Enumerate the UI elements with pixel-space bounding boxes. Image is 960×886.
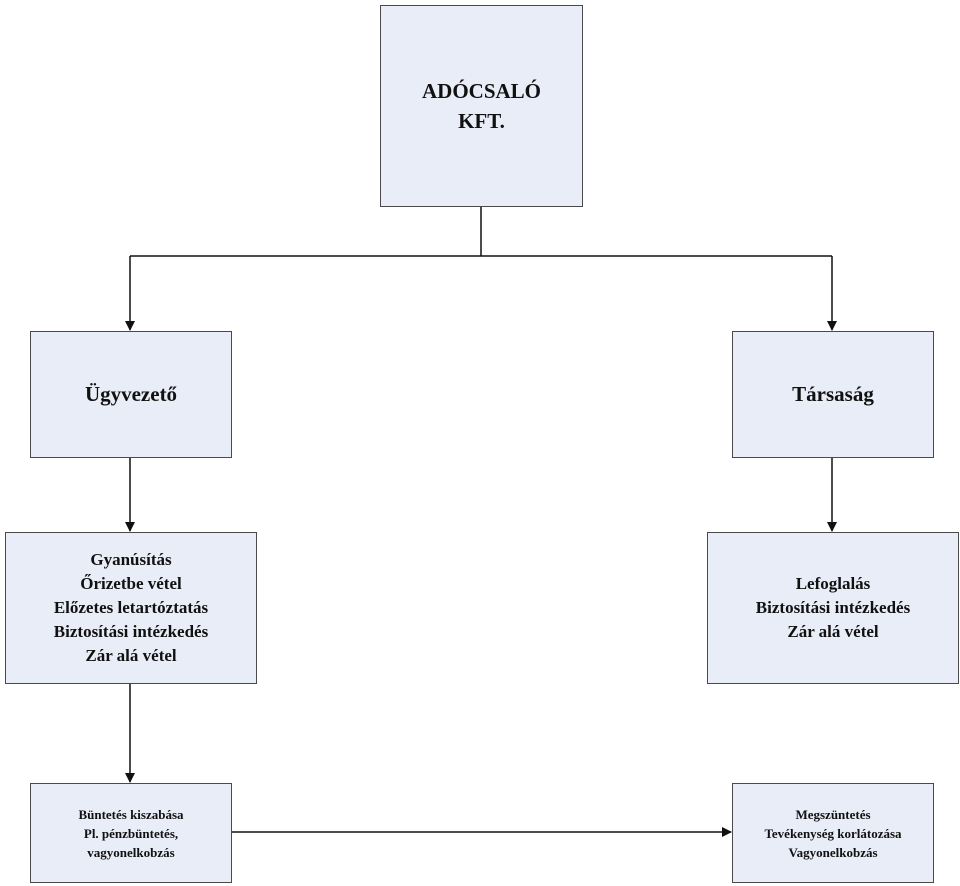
tarsasag-title: Társaság	[792, 382, 874, 406]
measure-item: Zár alá vétel	[85, 646, 177, 665]
measure-item: Gyanúsítás	[90, 550, 172, 569]
root-line: KFT.	[458, 109, 505, 133]
ugyvezeto-measures-box: Gyanúsítás Őrizetbe vétel Előzetes letar…	[5, 532, 257, 684]
root-line: ADÓCSALÓ	[421, 79, 542, 103]
measure-item: Biztosítási intézkedés	[755, 598, 911, 617]
measure-item: Zár alá vétel	[787, 622, 879, 641]
measure-item: Lefoglalás	[795, 574, 871, 593]
root-company-box: ADÓCSALÓ KFT.	[380, 5, 583, 207]
outcome-item: Megszüntetés	[795, 806, 871, 822]
outcome-item: vagyonelkobzás	[87, 844, 175, 860]
outcome-item: Büntetés kiszabása	[78, 806, 184, 822]
ugyvezeto-box: Ügyvezető	[30, 331, 232, 458]
measure-item: Előzetes letartóztatás	[53, 598, 209, 617]
measure-item: Biztosítási intézkedés	[53, 622, 209, 641]
tarsasag-measures-box: Lefoglalás Biztosítási intézkedés Zár al…	[707, 532, 959, 684]
outcome-item: Vagyonelkobzás	[788, 844, 878, 860]
tarsasag-box: Társaság	[732, 331, 934, 458]
outcome-item: Pl. pénzbüntetés,	[83, 825, 179, 841]
ugyvezeto-title: Ügyvezető	[84, 382, 178, 406]
measure-item: Őrizetbe vétel	[80, 574, 182, 593]
ugyvezeto-outcome-box: Büntetés kiszabása Pl. pénzbüntetés, vag…	[30, 783, 232, 883]
tarsasag-outcome-box: Megszüntetés Tevékenység korlátozása Vag…	[732, 783, 934, 883]
outcome-item: Tevékenység korlátozása	[764, 825, 902, 841]
